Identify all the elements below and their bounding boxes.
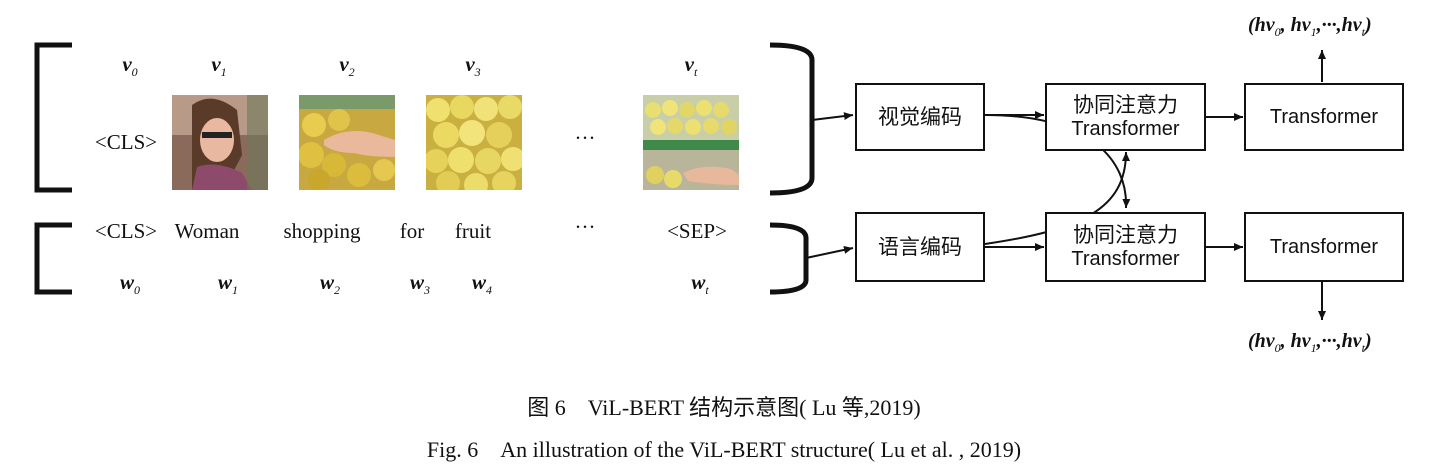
text-token-sep: <SEP>: [667, 219, 727, 244]
text-var-w2: w2: [320, 270, 340, 298]
text-right-bracket: [770, 225, 806, 292]
language-encoder-box: 语言编码: [855, 212, 985, 282]
visual-var-v0: v0: [122, 52, 137, 80]
coattn-top-label-zh: 协同注意力: [1073, 93, 1178, 117]
transformer-top-box: Transformer: [1244, 83, 1404, 151]
transformer-bottom-label: Transformer: [1270, 235, 1378, 259]
language-encoder-label: 语言编码: [878, 235, 962, 259]
coattn-bottom-label-zh: 协同注意力: [1073, 223, 1178, 247]
output-top-label: (hv0, hv1,···,hvt): [1248, 14, 1372, 40]
text-token-for: for: [400, 219, 425, 244]
text-var-w1: w1: [218, 270, 238, 298]
image-patch-hand-lemons: [299, 95, 395, 190]
visual-var-v3: v3: [465, 52, 480, 80]
text-var-w4: w4: [472, 270, 492, 298]
visual-var-vt: vt: [685, 52, 698, 80]
text-token-woman: Woman: [175, 219, 240, 244]
visual-left-bracket: [37, 45, 72, 190]
text-left-bracket: [37, 225, 72, 292]
arrow-text-to-encoder: [806, 248, 853, 258]
text-ellipsis: ···: [575, 215, 596, 240]
caption-zh: 图 6 ViL-BERT 结构示意图( Lu 等,2019): [0, 390, 1448, 422]
text-var-w0: w0: [120, 270, 140, 298]
visual-cls-token: <CLS>: [95, 130, 157, 155]
visual-right-bracket: [770, 45, 812, 193]
transformer-top-label: Transformer: [1270, 105, 1378, 129]
visual-var-v1: v1: [211, 52, 226, 80]
visual-var-v2: v2: [339, 52, 354, 80]
visual-ellipsis: ···: [575, 126, 596, 151]
text-var-wt: wt: [691, 270, 708, 298]
visual-encoder-box: 视觉编码: [855, 83, 985, 151]
text-var-w3: w3: [410, 270, 430, 298]
transformer-bottom-box: Transformer: [1244, 212, 1404, 282]
arrow-visual-to-encoder: [812, 115, 853, 120]
text-token-fruit: fruit: [455, 219, 491, 244]
coattention-transformer-top-box: 协同注意力 Transformer: [1045, 83, 1206, 151]
caption-en: Fig. 6 An illustration of the ViL-BERT s…: [0, 432, 1448, 464]
visual-encoder-label: 视觉编码: [878, 105, 962, 129]
output-bottom-label: (hv0, hv1,···,hvt): [1248, 330, 1372, 356]
text-token-cls: <CLS>: [95, 219, 157, 244]
image-patch-woman: [172, 95, 268, 190]
image-patch-lemons: [426, 95, 522, 190]
text-token-shopping: shopping: [283, 219, 360, 244]
coattn-top-label-en: Transformer: [1071, 117, 1179, 141]
image-patch-shelf: [643, 95, 739, 190]
coattention-transformer-bottom-box: 协同注意力 Transformer: [1045, 212, 1206, 282]
coattn-bottom-label-en: Transformer: [1071, 247, 1179, 271]
